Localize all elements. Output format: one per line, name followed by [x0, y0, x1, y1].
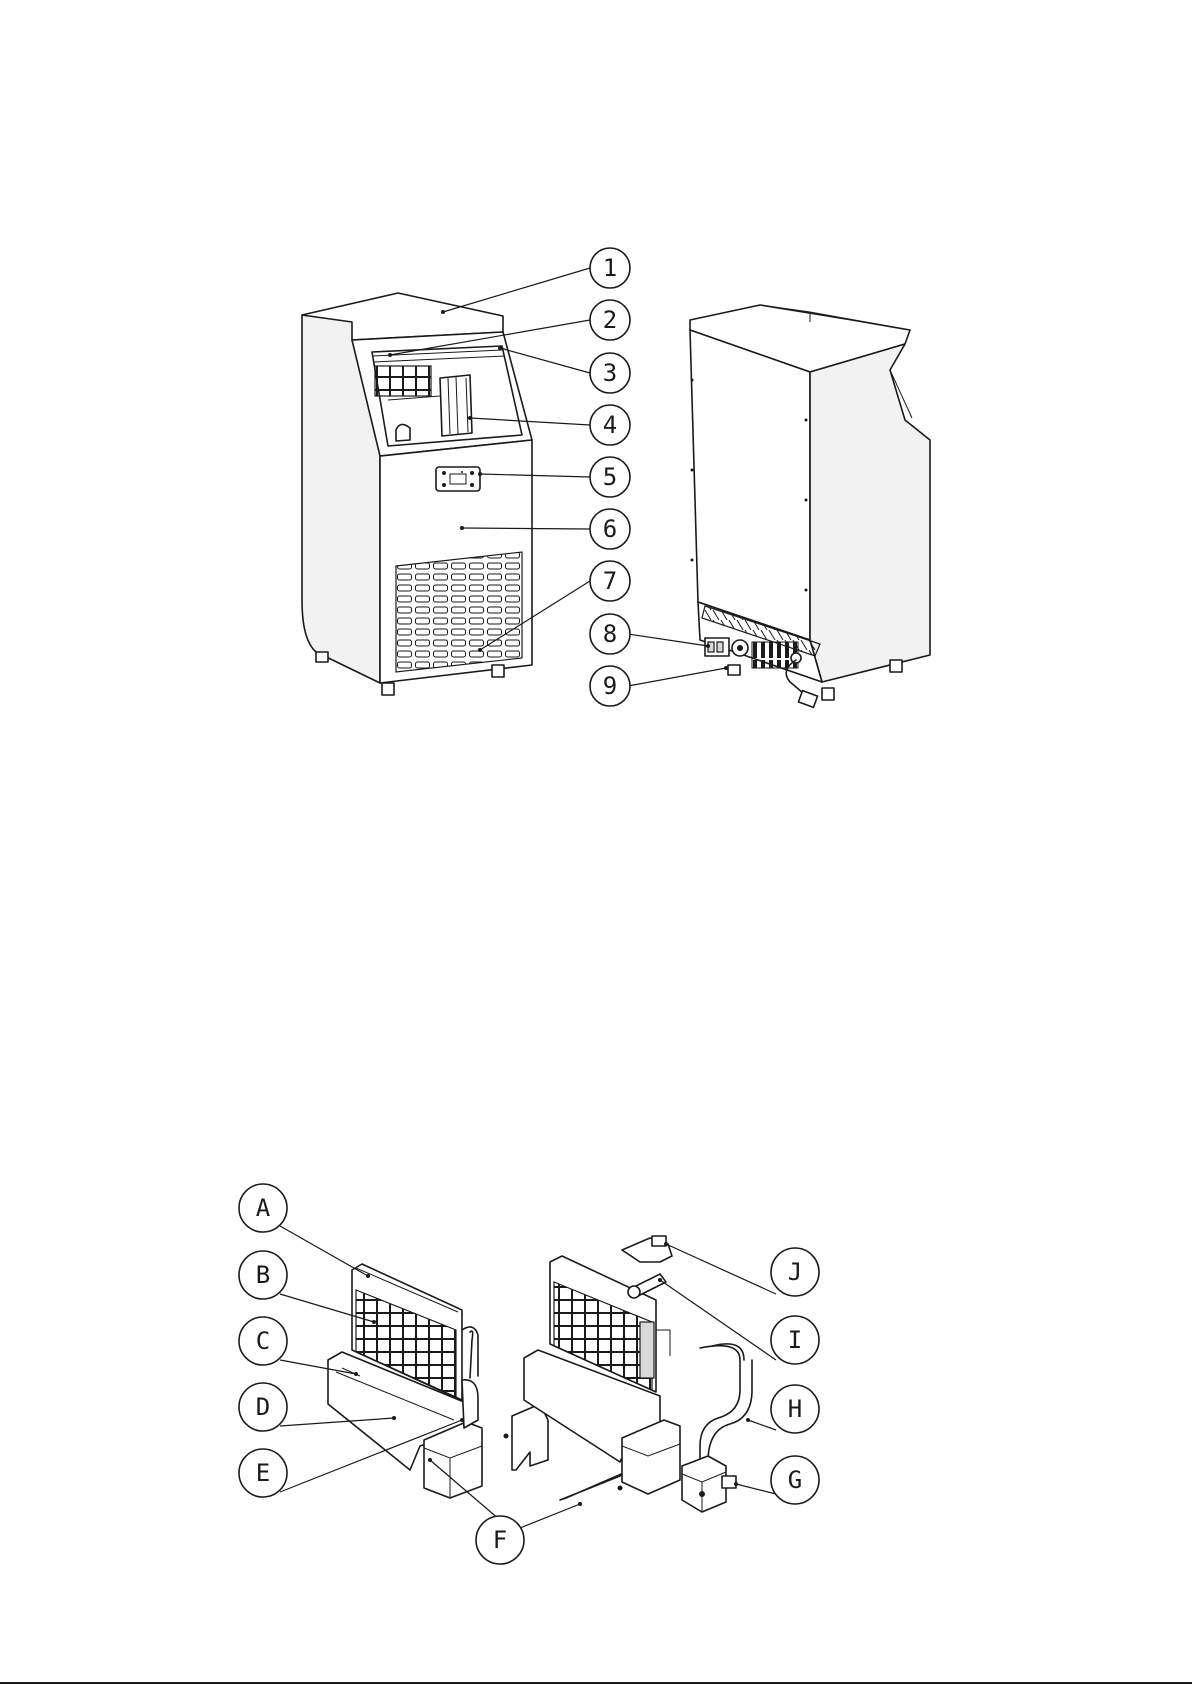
evaporator-grid: [375, 366, 431, 396]
callout-8: 8: [590, 614, 630, 654]
callout-E: E: [239, 1449, 287, 1497]
callout-A-label: A: [256, 1194, 271, 1222]
callout-A: A: [239, 1184, 287, 1232]
callout-I: I: [771, 1316, 819, 1364]
callout-D-label: D: [256, 1393, 270, 1421]
callout-3-label: 3: [603, 359, 617, 387]
callout-2: 2: [590, 300, 630, 340]
callout-C-label: C: [256, 1327, 270, 1355]
callout-2-label: 2: [603, 306, 617, 334]
callout-6: 6: [590, 509, 630, 549]
callout-3: 3: [590, 353, 630, 393]
callout-7-label: 7: [603, 567, 617, 595]
callout-1: 1: [590, 248, 630, 288]
callout-F-label: F: [493, 1526, 507, 1554]
callout-B: B: [239, 1251, 287, 1299]
ice-mold-assembly-right: [524, 1236, 752, 1512]
callout-9-label: 9: [603, 672, 617, 700]
callout-D: D: [239, 1383, 287, 1431]
callout-G: G: [771, 1456, 819, 1504]
support-rod: [560, 1472, 626, 1500]
callout-5-label: 5: [603, 463, 617, 491]
callout-I-label: I: [788, 1326, 802, 1354]
pump-motor: [682, 1456, 726, 1512]
callout-4: 4: [590, 405, 630, 445]
callout-E-label: E: [256, 1459, 270, 1487]
callout-G-label: G: [788, 1466, 802, 1494]
callout-J: J: [771, 1248, 819, 1296]
callout-H-label: H: [788, 1395, 802, 1423]
callout-J-label: J: [788, 1258, 802, 1286]
callout-1-label: 1: [603, 254, 617, 282]
back-panel: [690, 330, 810, 640]
callout-4-label: 4: [603, 411, 617, 439]
control-panel: [436, 467, 480, 491]
callout-8-label: 8: [603, 620, 617, 648]
callout-F: F: [476, 1516, 524, 1564]
callout-9: 9: [590, 666, 630, 706]
callout-5: 5: [590, 457, 630, 497]
callout-C: C: [239, 1317, 287, 1365]
callout-B-label: B: [256, 1261, 270, 1289]
front-grille: [396, 552, 522, 672]
mounting-bracket: [512, 1404, 548, 1470]
front-view-ice-maker: [302, 293, 532, 695]
callout-7: 7: [590, 561, 630, 601]
water-hose: [700, 1346, 740, 1460]
callout-6-label: 6: [603, 515, 617, 543]
callout-H: H: [771, 1385, 819, 1433]
ice-mold-assembly-left: [328, 1264, 482, 1498]
rear-view-ice-maker: [690, 305, 930, 707]
